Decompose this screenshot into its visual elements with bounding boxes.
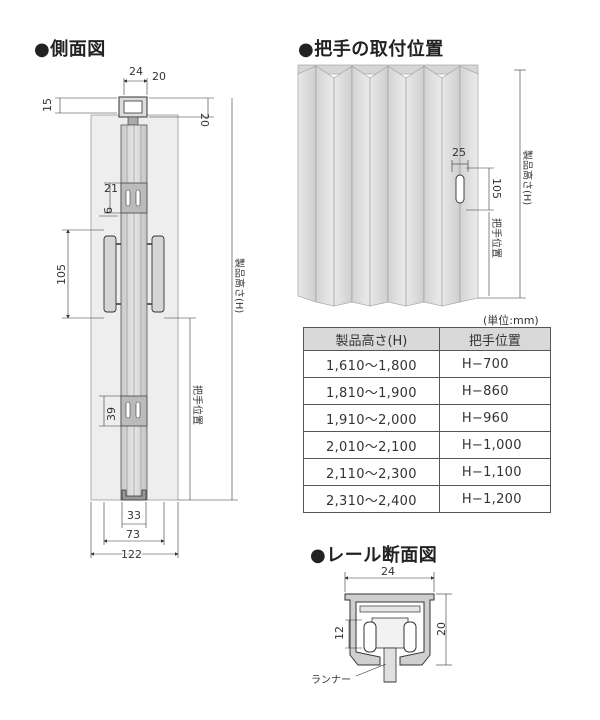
cell-handle-position: H−1,100 [438,458,552,486]
table-row: 2,110～2,300 H−1,100 [303,458,552,486]
cell-handle-position: H−700 [438,350,552,378]
cell-product-height: 1,610～1,800 [303,350,440,378]
handle-right [151,235,165,313]
dim-top-right: 20 [152,70,166,83]
handle-position-diagram: 25 105 把手位置 製品高さ(H) [297,64,534,307]
rail-dim-width: 24 [381,565,395,578]
hp-handle-position-label: 把手位置 [490,218,503,258]
upper-hinge [120,182,148,214]
rail-dim-height: 20 [435,622,448,636]
table-row: 1,610～1,800 H−700 [303,350,552,378]
dim-right-top: 20 [198,113,211,127]
table-row: 1,910～2,000 H−960 [303,404,552,432]
cell-handle-position: H−860 [438,377,552,405]
handle-position-heading: ●把手の取付位置 [298,39,444,60]
dim-left-top: 15 [41,98,54,112]
rail-section-diagram: 24 12 20 [333,565,452,683]
dim-total-width: 122 [121,548,142,561]
hp-dim-width: 25 [452,146,466,159]
cell-product-height: 2,110～2,300 [303,458,440,486]
dim-handle-gap: 105 [55,264,68,285]
table-row: 2,010～2,100 H−1,000 [303,431,552,459]
side-product-height-label: 製品高さ(H) [233,258,246,313]
cell-product-height: 2,010～2,100 [303,431,440,459]
side-view-heading: ●側面図 [34,39,106,60]
cell-product-height: 2,310～2,400 [303,485,440,513]
side-view-diagram: 24 20 15 20 製品高さ(H) 把手位置 21 6 105 [41,65,246,563]
cell-product-height: 1,810～1,900 [303,377,440,405]
header-handle-position: 把手位置 [438,327,552,351]
dim-six: 6 [102,207,115,214]
table-row: 2,310～2,400 H−1,200 [303,485,552,513]
rail-dim-inner-height: 12 [333,626,346,640]
handle-left [103,235,117,313]
rail-profile [344,593,435,666]
dim-lower-gap: 39 [105,407,118,421]
dim-bottom-inner: 33 [127,509,141,522]
dim-top-width: 24 [129,65,143,78]
runner [371,617,409,649]
dim-mid-width: 73 [126,528,140,541]
cell-product-height: 1,910～2,000 [303,404,440,432]
unit-label: (単位:mm) [483,314,539,327]
rail-section-heading: ●レール断面図 [310,545,438,566]
cell-handle-position: H−1,200 [438,485,552,513]
lower-hinge [120,395,148,427]
table-row: 1,810～1,900 H−860 [303,377,552,405]
table-header-row: 製品高さ(H) 把手位置 [303,327,552,351]
handle-position-table: 製品高さ(H) 把手位置 1,610～1,800 H−700 1,810～1,9… [303,327,552,513]
hp-product-height-label: 製品高さ(H) [521,150,534,205]
cell-handle-position: H−960 [438,404,552,432]
header-product-height: 製品高さ(H) [303,327,440,351]
handle-slot [455,174,465,204]
side-handle-position-label: 把手位置 [191,385,204,425]
dim-handle-top: 21 [104,182,118,195]
cell-handle-position: H−1,000 [438,431,552,459]
hp-dim-height: 105 [490,178,503,199]
runner-label: ランナー [311,675,351,686]
